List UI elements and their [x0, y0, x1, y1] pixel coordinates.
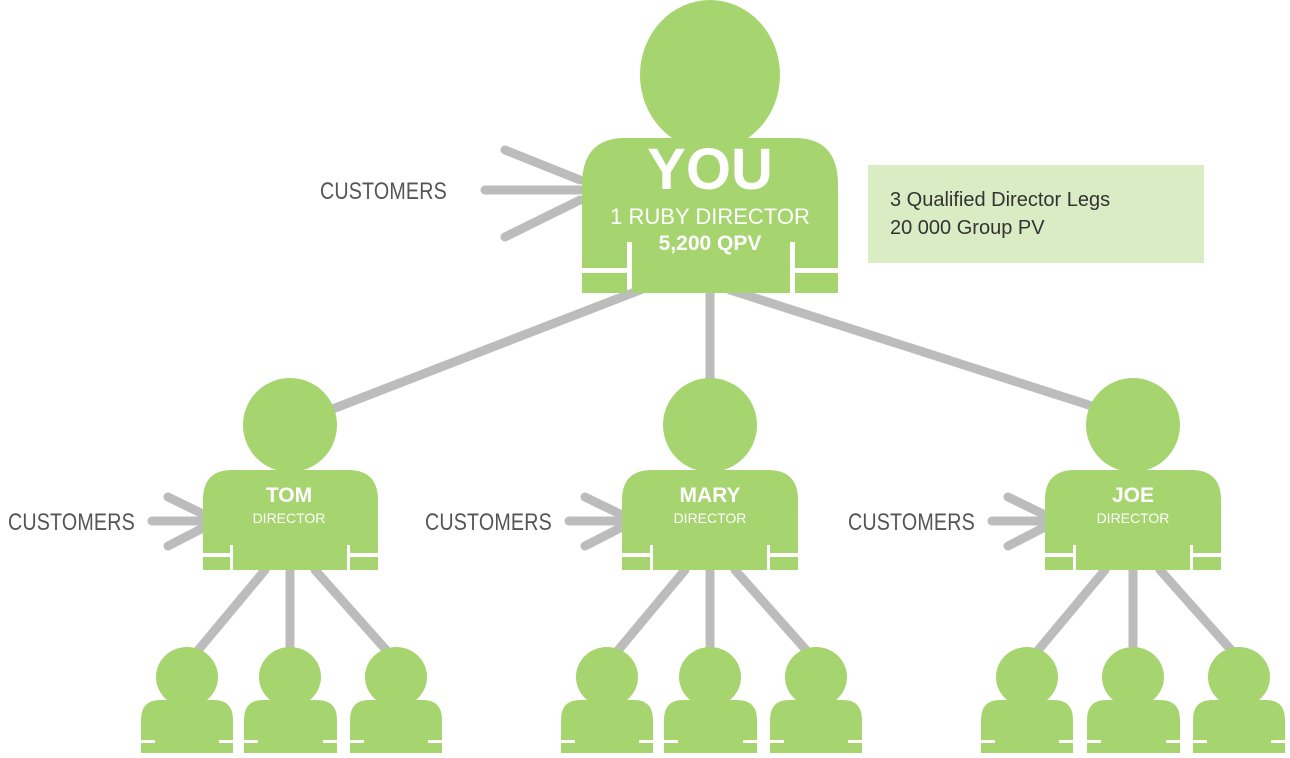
person-sub	[770, 647, 862, 753]
person-sub	[350, 647, 442, 753]
joe-role: DIRECTOR	[1096, 510, 1170, 526]
joe-name: JOE	[1111, 484, 1155, 507]
mary-name: MARY	[679, 484, 741, 507]
connector-joe-sub	[1155, 565, 1245, 665]
people-figures	[141, 0, 1285, 753]
connector-mary-sub	[605, 565, 690, 665]
mary-customers-label: CUSTOMERS	[425, 509, 552, 536]
connector-you-tom	[325, 285, 645, 415]
customer-line	[1003, 522, 1050, 551]
connector-lines	[147, 145, 1245, 665]
you-customers-label: CUSTOMERS	[320, 178, 447, 205]
tom-customers-label: CUSTOMERS	[8, 509, 135, 536]
mary-role: DIRECTOR	[673, 510, 747, 526]
person-sub	[244, 647, 337, 753]
person-sub	[981, 647, 1073, 753]
customer-line	[163, 522, 210, 551]
customer-line	[580, 522, 627, 551]
customer-line	[580, 492, 627, 520]
person-mary	[622, 378, 798, 570]
person-sub	[561, 647, 653, 753]
person-tom	[203, 378, 378, 570]
connector-mary-sub	[730, 565, 820, 665]
you-name: YOU	[647, 137, 773, 202]
connector-tom-sub	[185, 565, 270, 665]
person-joe	[1045, 378, 1221, 570]
connector-joe-sub	[1025, 565, 1110, 665]
customer-line	[500, 195, 585, 242]
customer-line	[163, 492, 210, 520]
tom-name: TOM	[265, 484, 313, 507]
connector-you-joe	[725, 285, 1125, 420]
you-title: 1 RUBY DIRECTOR	[610, 204, 810, 229]
customer-line	[1003, 492, 1050, 520]
qualification-box: 3 Qualified Director Legs 20 000 Group P…	[868, 165, 1204, 263]
tom-role: DIRECTOR	[252, 510, 326, 526]
qualification-legs: 3 Qualified Director Legs	[890, 189, 1111, 211]
person-sub	[1193, 647, 1285, 753]
connector-tom-sub	[310, 565, 400, 665]
qualification-group-pv: 20 000 Group PV	[890, 217, 1045, 239]
joe-customers-label: CUSTOMERS	[848, 509, 975, 536]
person-sub	[141, 647, 233, 753]
person-sub	[1087, 647, 1180, 753]
customer-line	[500, 145, 585, 185]
you-volume: 5,200 QPV	[658, 232, 762, 255]
person-you	[582, 0, 838, 293]
person-sub	[664, 647, 757, 753]
